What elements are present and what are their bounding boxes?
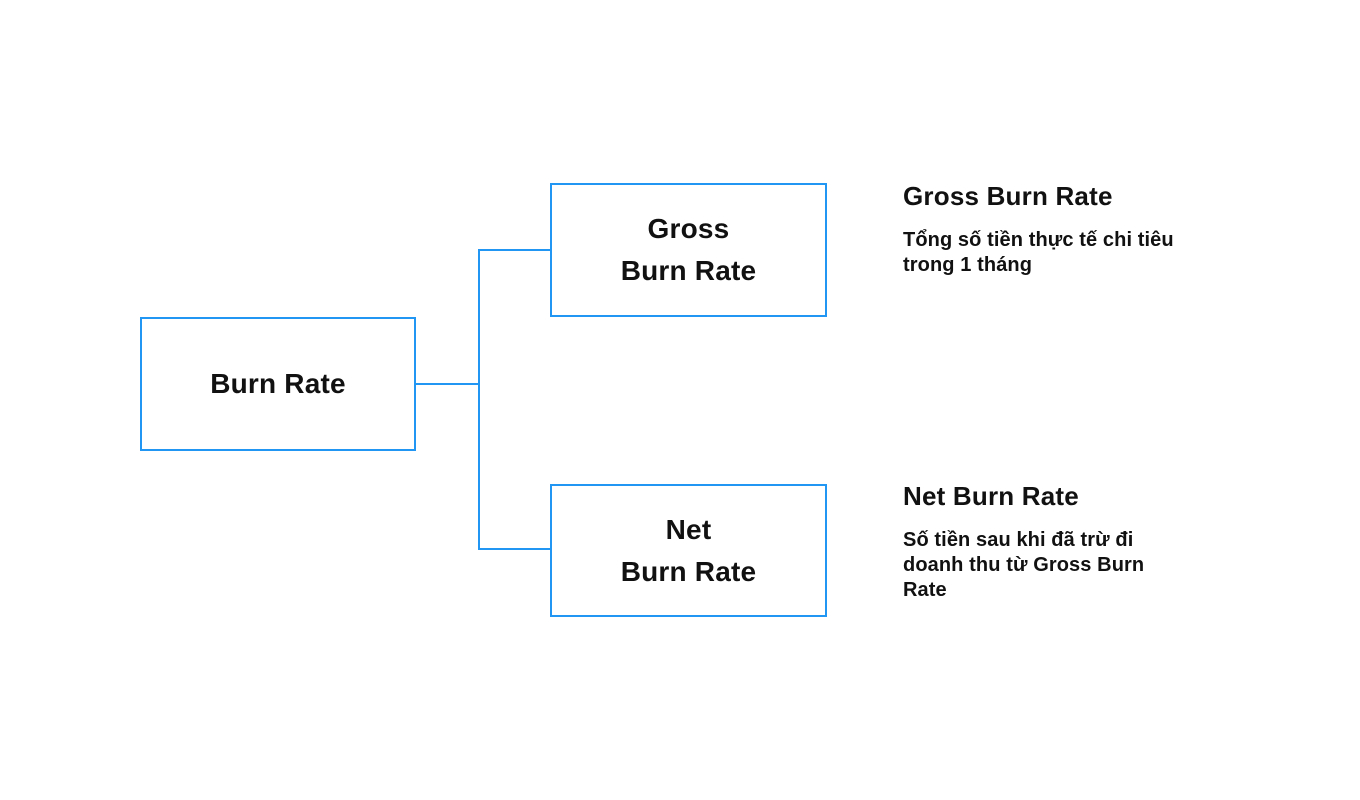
- annotation-gross-description-line1: Tổng số tiền thực tế chi tiêu: [903, 229, 1174, 251]
- connector-root-horizontal-line: [415, 383, 479, 385]
- annotation-net-description-line1: Số tiền sau khi đã trừ đi: [903, 529, 1134, 551]
- connector-gross-branch-line: [478, 249, 550, 251]
- node-gross-label-line2: Burn Rate: [620, 255, 757, 286]
- node-net-burn-rate[interactable]: Net Burn Rate: [550, 484, 827, 617]
- annotation-gross-description: Tổng số tiền thực tế chi tiêu trong 1 th…: [903, 228, 1235, 278]
- connector-net-branch-line: [478, 548, 550, 550]
- node-net-label-line2: Burn Rate: [620, 555, 757, 587]
- annotation-net-description: Số tiền sau khi đã trừ đi doanh thu từ G…: [903, 528, 1235, 603]
- annotation-net-description-line2: doanh thu từ Gross Burn: [903, 554, 1145, 576]
- node-burn-rate[interactable]: Burn Rate: [140, 317, 416, 451]
- annotation-net-title: Net Burn Rate: [903, 481, 1079, 511]
- connector-vertical-line: [478, 249, 480, 550]
- node-gross-label-line1: Gross: [647, 213, 730, 244]
- node-gross-burn-rate[interactable]: Gross Burn Rate: [550, 183, 827, 317]
- node-burn-rate-label: Burn Rate: [210, 368, 346, 399]
- annotation-gross-burn-rate: Gross Burn Rate Tổng số tiền thực tế chi…: [903, 181, 1235, 278]
- annotation-gross-title: Gross Burn Rate: [903, 181, 1113, 211]
- node-net-label-line1: Net: [665, 513, 712, 545]
- annotation-net-description-line3: Rate: [903, 579, 947, 601]
- annotation-gross-description-line2: trong 1 tháng: [903, 254, 1033, 276]
- annotation-net-burn-rate: Net Burn Rate Số tiền sau khi đã trừ đi …: [903, 481, 1235, 603]
